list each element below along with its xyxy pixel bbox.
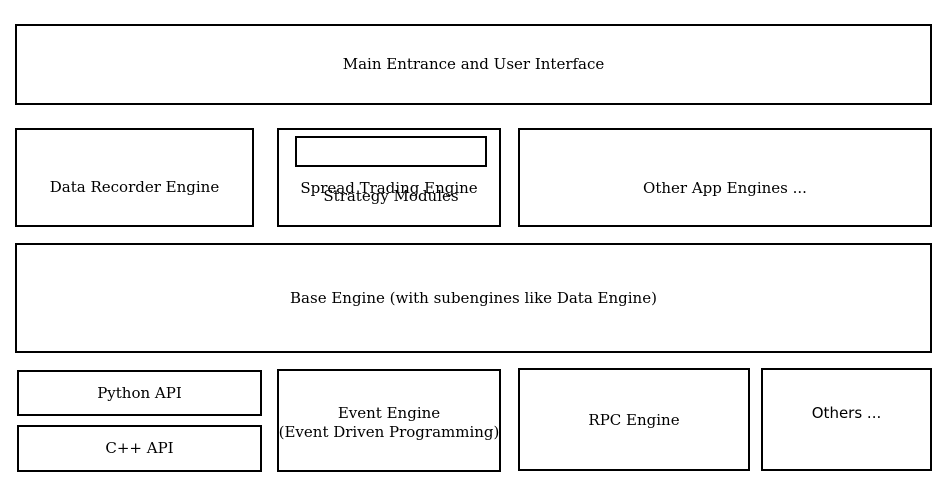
other-app-engines-label: Other App Engines ... [643, 179, 807, 197]
rpc-engine-label: RPC Engine [588, 411, 680, 429]
strategy-modules-box: Strategy Modules [295, 136, 487, 205]
rpc-engine-box: RPC Engine [518, 368, 750, 471]
data-recorder-engine-box: Data Recorder Engine [15, 128, 254, 227]
python-api-box: Python API [17, 370, 262, 416]
cpp-api-label: C++ API [105, 439, 174, 457]
main-entrance-label: Main Entrance and User Interface [342, 55, 605, 73]
strategy-modules-label: Strategy Modules [323, 187, 459, 205]
spread-trading-engine-label: Spread Trading Engine [300, 179, 478, 197]
cpp-api-box: C++ API [17, 425, 262, 472]
base-engine-label: Base Engine (with subengines like Data E… [290, 288, 657, 307]
event-engine-label: Event Engine [337, 403, 441, 422]
base-engine-box: Base Engine (with subengines like Data E… [15, 243, 932, 353]
main-entrance-box: Main Entrance and User Interface [15, 24, 932, 105]
python-api-label: Python API [97, 383, 182, 402]
event-engine-box: Event Engine (Event Driven Programming) [277, 369, 501, 472]
data-recorder-engine-label: Data Recorder Engine [49, 177, 220, 196]
event-engine-subtitle: (Event Driven Programming) [278, 422, 500, 441]
other-app-engines-box: Other App Engines ... [518, 128, 932, 227]
others-label: Others ... [811, 404, 882, 422]
others-box: Others ... [761, 368, 932, 471]
spread-trading-engine-box: Strategy Modules Spread Trading Engine [277, 128, 501, 227]
